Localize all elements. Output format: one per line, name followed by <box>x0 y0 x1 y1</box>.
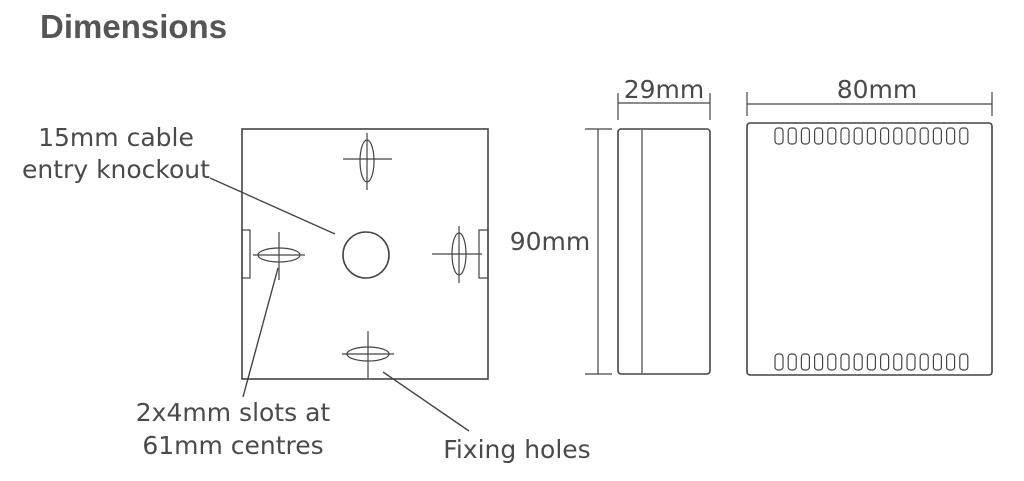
vent-slot <box>879 353 890 371</box>
side-view-outline <box>617 128 711 375</box>
vent-slot <box>840 127 850 145</box>
vent-slot <box>827 353 837 371</box>
height-label: 90mm <box>510 227 591 256</box>
height-dimension <box>585 128 612 375</box>
vent-slot <box>774 127 784 145</box>
vent-slot <box>866 353 877 371</box>
vent-slot <box>800 353 811 371</box>
slots-leader-line <box>242 267 279 398</box>
width-label: 80mm <box>837 75 918 104</box>
vent-slot <box>893 127 903 145</box>
back-view-outline <box>746 122 993 376</box>
left-tab <box>241 229 251 279</box>
vent-slot <box>879 127 890 145</box>
depth-label: 29mm <box>624 75 705 104</box>
left-slot <box>253 232 305 280</box>
knockout-label-line2: entry knockout <box>22 155 210 184</box>
right-slot <box>432 226 482 283</box>
top-vents <box>774 127 969 145</box>
knockout-leader-line <box>209 177 336 235</box>
vent-slot <box>959 127 969 145</box>
vent-slot <box>945 353 956 371</box>
vent-slot <box>932 353 943 371</box>
bottom-slot <box>342 331 394 378</box>
fixing-holes-label: Fixing holes <box>443 435 590 464</box>
vent-slot <box>813 127 824 145</box>
bottom-vents <box>774 353 969 371</box>
back-view: 80mm <box>746 75 993 376</box>
vent-slot <box>919 353 929 371</box>
vent-slot <box>919 127 929 145</box>
vent-slot <box>906 353 916 371</box>
slots-label-line2: 61mm centres <box>142 431 323 460</box>
vent-slot <box>774 353 784 371</box>
vent-slot <box>813 353 824 371</box>
top-slot <box>343 133 392 190</box>
side-view: 29mm 90mm <box>510 75 711 375</box>
vent-slot <box>787 127 797 145</box>
knockout-label-line1: 15mm cable <box>38 123 194 152</box>
vent-slot <box>945 127 956 145</box>
fixing-holes-leader-line <box>382 371 470 432</box>
depth-dimension <box>617 93 711 120</box>
vent-slot <box>866 127 877 145</box>
page-title: Dimensions <box>40 8 228 45</box>
vent-slot <box>932 127 943 145</box>
width-dimension <box>746 92 993 116</box>
vent-slot <box>800 127 811 145</box>
vent-slot <box>959 353 969 371</box>
vent-slot <box>853 353 863 371</box>
vent-slot <box>827 127 837 145</box>
vent-slot <box>840 353 850 371</box>
cable-knockout-circle <box>342 231 390 279</box>
slots-label-line1: 2x4mm slots at <box>136 398 331 427</box>
vent-slot <box>893 353 903 371</box>
front-view <box>209 128 489 432</box>
vent-slot <box>787 353 797 371</box>
vent-slot <box>853 127 863 145</box>
vent-slot <box>906 127 916 145</box>
